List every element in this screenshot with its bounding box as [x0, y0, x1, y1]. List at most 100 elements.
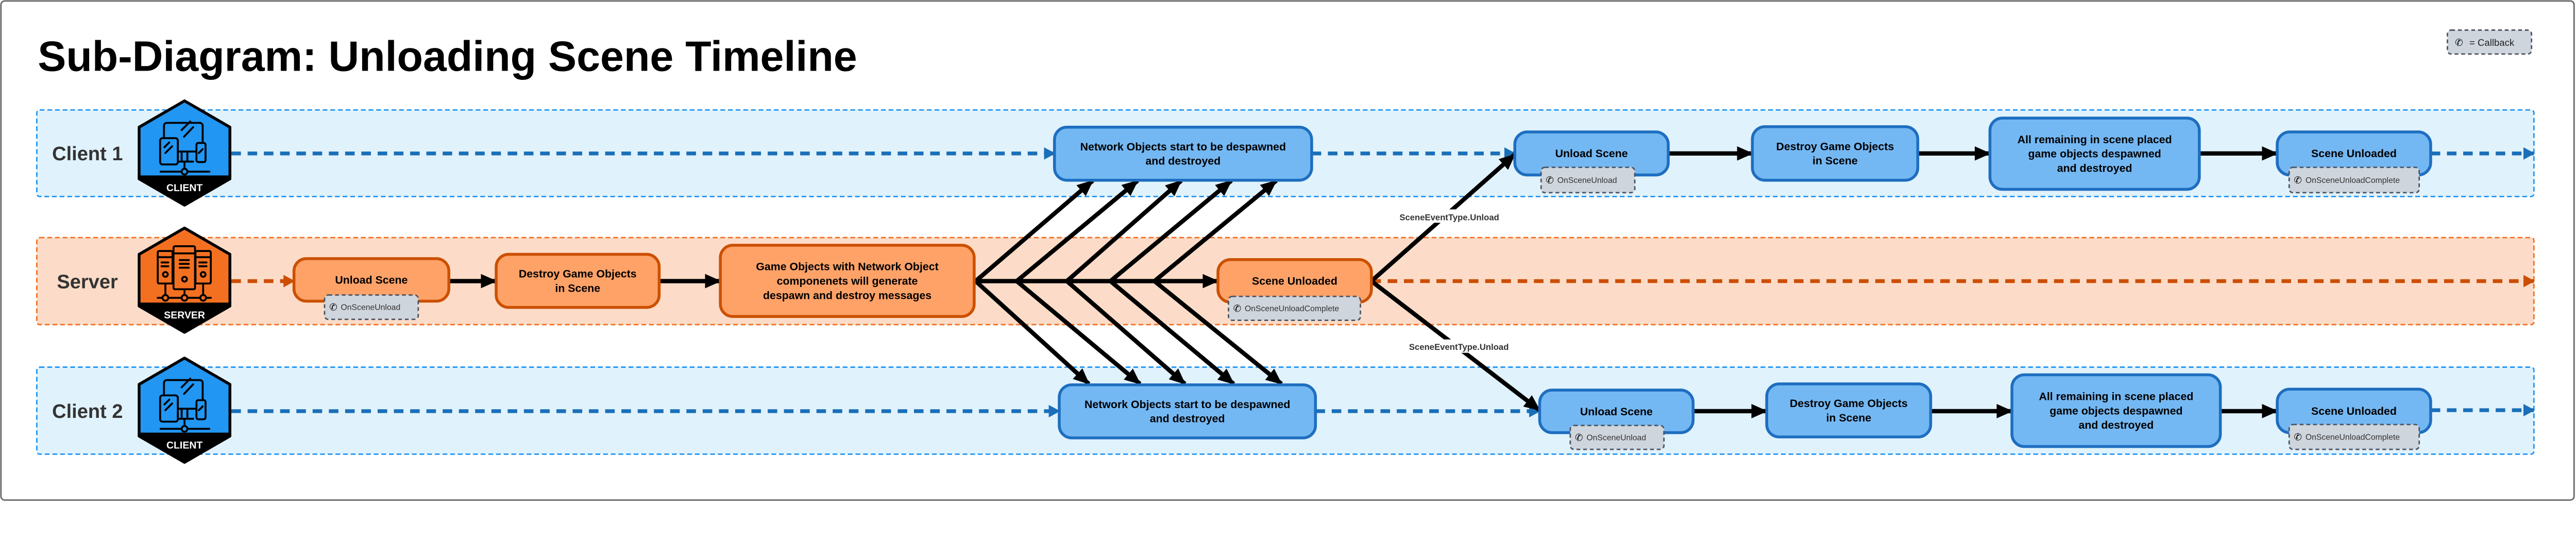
despawn-message-arrow-to-client-2 — [1015, 279, 1142, 386]
step-label: All remaining in scene placed game object… — [2018, 133, 2172, 175]
callback-badge: ✆OnSceneUnload — [1540, 166, 1636, 194]
callback-badge: ✆OnSceneUnloadComplete — [1228, 295, 1361, 322]
phone-callback-icon: ✆ — [329, 302, 337, 313]
step-label: Scene Unloaded — [1252, 275, 1337, 288]
step-label-line: Unload Scene — [335, 274, 408, 286]
step-label-line: All remaining in scene placed — [2039, 391, 2193, 403]
despawn-message-arrow-to-client-1 — [1015, 179, 1139, 283]
client2-step: Scene Unloaded ✆ OnSceneUnloadComplete — [2276, 387, 2432, 450]
phone-callback-icon: ✆ — [1575, 432, 1583, 443]
step-label-line: All remaining in scene placed — [2018, 133, 2172, 146]
step-label-line: Network Objects start to be despawned — [1080, 141, 1286, 153]
callback-name: OnSceneUnloadComplete — [1245, 305, 1339, 313]
lane-label-client-2: Client 2 — [52, 401, 123, 423]
phone-callback-icon: ✆ — [1546, 175, 1554, 186]
step-label-line: despawn and destroy messages — [763, 289, 931, 301]
step-label-line: Destroy Game Objects — [1790, 397, 1908, 410]
legend-box — [2446, 29, 2533, 55]
lane-label-client-1: Client 1 — [52, 143, 123, 165]
client1-step: All remaining in scene placed game object… — [1988, 116, 2201, 191]
callback-name: OnSceneUnloadComplete — [2306, 176, 2400, 185]
step-label-line: in Scene — [1812, 155, 1858, 167]
server-badge-label: SERVER — [164, 310, 205, 321]
step-box — [719, 244, 976, 318]
step-label-line: and destroyed — [1145, 155, 1221, 167]
step-label: Network Objects start to be despawned and… — [1080, 141, 1286, 167]
step-label-line: Destroy Game Objects — [519, 268, 637, 280]
client-1-badge-label: CLIENT — [166, 182, 202, 194]
despawn-message-arrow-to-client-1 — [1153, 179, 1278, 283]
client1-step: Network Objects start to be despawned and… — [1053, 126, 1313, 182]
client1-step: Unload Scene✆OnSceneUnload — [1513, 130, 1670, 194]
edge-label-bg — [1395, 209, 1504, 223]
step-label-line: Scene Unloaded — [1252, 275, 1337, 288]
phone-callback-icon: ✆ — [2294, 175, 2302, 186]
despawn-message-arrow-to-client-2 — [1153, 279, 1283, 386]
step-label-line: Network Objects start to be despawned — [1084, 398, 1290, 411]
client-2-badge-label: CLIENT — [166, 440, 202, 451]
callback-badge: ✆ OnSceneUnload — [324, 294, 419, 320]
edge-label-to-client-1: SceneEventType.Unload — [1399, 213, 1499, 223]
step-label: Unload Scene — [1580, 406, 1653, 418]
step-box — [495, 252, 661, 309]
step-box — [1988, 116, 2201, 191]
callback-badge-box — [324, 294, 419, 320]
callback-badge-box — [1228, 295, 1361, 322]
edge-labels: SceneEventType.Unload SceneEventType.Unl… — [1395, 209, 1514, 353]
step-label: Scene Unloaded — [2311, 405, 2397, 417]
step-label-line: game objects despawned — [2049, 404, 2182, 417]
despawn-message-arrow-to-client-2 — [1065, 279, 1187, 386]
callback-badge-box — [2288, 166, 2420, 194]
client2-step: Unload Scene ✆OnSceneUnload — [1538, 389, 1695, 450]
edge-label-to-client-2: SceneEventType.Unload — [1409, 342, 1509, 352]
step-label-line: and destroyed — [2079, 419, 2154, 431]
lane-label-server: Server — [57, 271, 118, 293]
step-label-line: Scene Unloaded — [2311, 405, 2397, 417]
server-role-badge: SERVER — [139, 228, 230, 332]
despawn-message-arrow-to-client-1 — [974, 179, 1094, 283]
callback-badge-box — [1540, 166, 1636, 194]
callback-badge-box — [2288, 424, 2420, 450]
step-box — [1058, 383, 1317, 440]
step-label: Unload Scene — [335, 274, 408, 286]
phone-callback-icon: ✆ — [1233, 303, 1242, 314]
step-label-line: Game Objects with Network Object — [756, 261, 938, 273]
client-1-role-badge: CLIENT — [139, 101, 230, 205]
step-box — [1053, 126, 1313, 182]
page-title: Sub-Diagram: Unloading Scene Timeline — [38, 32, 857, 80]
callback-name: OnSceneUnload — [1557, 176, 1617, 185]
callback-name: OnSceneUnload — [341, 303, 401, 312]
phone-callback-icon: ✆ — [2455, 38, 2463, 48]
step-label-line: in Scene — [1826, 412, 1871, 424]
despawn-message-arrow-to-client-2 — [974, 279, 1091, 386]
phone-callback-icon: ✆ — [2294, 432, 2302, 443]
despawn-message-arrow-to-client-1 — [1065, 179, 1183, 283]
server-step: Unload Scene ✆ OnSceneUnload — [292, 257, 450, 320]
legend-label: = Callback — [2469, 37, 2515, 48]
legend: ✆ = Callback — [2446, 29, 2533, 55]
callback-badge: ✆ OnSceneUnloadComplete — [2288, 166, 2420, 194]
unloading-scene-timeline-diagram: Sub-Diagram: Unloading Scene Timeline ✆ … — [0, 0, 2575, 501]
arrows — [231, 146, 2535, 418]
step-label: Destroy Game Objects in Scene — [1776, 140, 1894, 167]
callback-badge: ✆OnSceneUnload — [1569, 425, 1665, 450]
step-label-line: Destroy Game Objects — [1776, 140, 1894, 153]
client1-step: Scene Unloaded✆OnSceneUnloadComplete — [2276, 130, 2432, 194]
callback-name: OnSceneUnloadComplete — [2306, 433, 2400, 442]
callback-name: OnSceneUnload — [1586, 434, 1646, 443]
client-2-role-badge: CLIENT — [139, 358, 230, 462]
step-box — [1765, 382, 1933, 438]
step-label-line: Unload Scene — [1580, 406, 1653, 418]
step-label-line: game objects despawned — [2028, 148, 2161, 160]
client2-step: Destroy Game Objects in Scene — [1765, 382, 1933, 438]
step-box — [1751, 125, 1920, 182]
